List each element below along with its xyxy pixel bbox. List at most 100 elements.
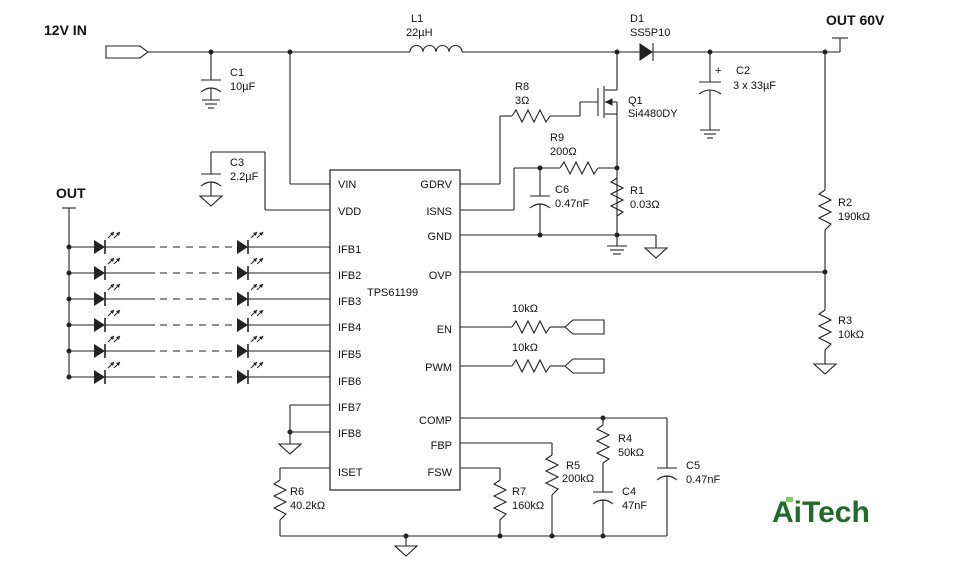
led-strings [66,231,330,384]
pin-fbp: FBP [431,440,452,452]
resistor-r1: R1 0.03Ω [609,177,660,217]
capacitor-c1: C1 10µF [200,52,256,109]
en-connector [564,319,605,335]
svg-text:2.2µF: 2.2µF [230,171,259,183]
led-out-label: OUT [56,185,86,201]
svg-text:C6: C6 [555,184,569,196]
pin-ifb2: IFB2 [338,270,361,282]
led-string-5 [66,335,330,358]
svg-text:0.47nF: 0.47nF [555,198,590,210]
svg-text:C3: C3 [230,157,244,169]
pin-ifb4: IFB4 [338,322,361,334]
resistor-pwm: 10kΩ [460,342,565,374]
diode-d1: D1 SS5P10 [630,13,670,61]
svg-text:50kΩ: 50kΩ [618,447,644,459]
svg-text:R9: R9 [550,132,564,144]
svg-text:R7: R7 [512,486,526,498]
led-icon [94,309,121,332]
resistor-r4: R4 50kΩ [595,418,644,492]
svg-text:0.03Ω: 0.03Ω [630,199,660,211]
led-string-3 [66,283,330,306]
svg-text:R6: R6 [290,486,304,498]
svg-text:R8: R8 [515,81,529,93]
led-icon [94,257,121,280]
resistor-r9: R9 200Ω [514,132,617,176]
svg-text:47nF: 47nF [622,500,647,512]
resistor-r7: R7 160kΩ [492,479,544,536]
capacitor-c3: C3 2.2µF [198,151,265,207]
svg-text:C5: C5 [686,460,700,472]
pin-ovp: OVP [429,270,452,282]
pin-vdd: VDD [338,206,361,218]
pin-ifb5: IFB5 [338,349,361,361]
led-icon [94,335,121,358]
svg-text:10µF: 10µF [230,81,256,93]
svg-text:R4: R4 [618,433,632,445]
led-icon [237,335,264,358]
resistor-r6: R6 40.2kΩ [272,479,325,536]
svg-text:D1: D1 [630,13,644,25]
led-string-2 [66,257,330,280]
pin-en: EN [437,324,452,336]
pin-ifb6: IFB6 [338,376,361,388]
pin-ifb7: IFB7 [338,402,361,414]
resistor-r3: R3 10kΩ [817,309,864,351]
svg-text:10kΩ: 10kΩ [512,303,538,315]
output-label: OUT 60V [826,12,885,28]
resistor-r8: R8 3Ω [500,81,598,124]
svg-text:SS5P10: SS5P10 [630,27,670,39]
svg-text:Q1: Q1 [628,95,643,107]
led-icon [237,309,264,332]
svg-text:C1: C1 [230,67,244,79]
led-icon [237,283,264,306]
inductor-l1: L1 22µH [406,13,463,53]
pwm-connector [564,358,605,374]
brand-logo: AiTech [772,496,870,529]
svg-text:C2: C2 [736,65,750,77]
svg-text:200kΩ: 200kΩ [562,473,594,485]
capacitor-c5: C5 0.47nF [656,418,721,536]
capacitor-c6: C6 0.47nF [529,168,590,235]
pin-isns: ISNS [426,206,452,218]
pin-fsw: FSW [428,467,453,479]
ic-name: TPS61199 [367,287,418,299]
pin-comp: COMP [419,415,452,427]
resistor-r5: R5 200kΩ [544,454,594,536]
led-string-6 [66,361,330,384]
capacitor-c2: + C2 3 x 33µF [698,52,776,139]
input-label: 12V IN [44,22,87,38]
svg-text:22µH: 22µH [406,27,433,39]
svg-text:R2: R2 [838,197,852,209]
capacitor-c4: C4 47nF [592,486,647,536]
svg-text:C4: C4 [622,486,636,498]
pin-pwm: PWM [425,362,452,374]
led-icon [237,361,264,384]
svg-text:R1: R1 [630,185,644,197]
led-icon [94,231,121,254]
pin-ifb1: IFB1 [338,244,361,256]
svg-text:3 x 33µF: 3 x 33µF [733,80,776,92]
pin-gdrv: GDRV [420,179,452,191]
ic-body [329,169,461,491]
svg-text:R3: R3 [838,315,852,327]
resistor-r2: R2 190kΩ [817,189,870,231]
svg-text:190kΩ: 190kΩ [838,211,870,223]
svg-text:40.2kΩ: 40.2kΩ [290,500,325,512]
led-icon [94,361,121,384]
led-icon [94,283,121,306]
mosfet-q1: Q1 Si4480DY [597,52,678,120]
svg-text:Si4480DY: Si4480DY [628,108,678,120]
led-icon [237,257,264,280]
pin-ifb8: IFB8 [338,428,361,440]
pin-gnd: GND [428,231,453,243]
led-string-4 [66,309,330,332]
resistor-en: 10kΩ [460,303,565,335]
svg-text:0.47nF: 0.47nF [686,474,721,486]
led-icon [237,231,264,254]
svg-text:10kΩ: 10kΩ [838,329,864,341]
svg-text:+: + [715,65,721,77]
pin-iset: ISET [338,467,363,479]
pin-ifb3: IFB3 [338,296,361,308]
svg-text:160kΩ: 160kΩ [512,500,544,512]
